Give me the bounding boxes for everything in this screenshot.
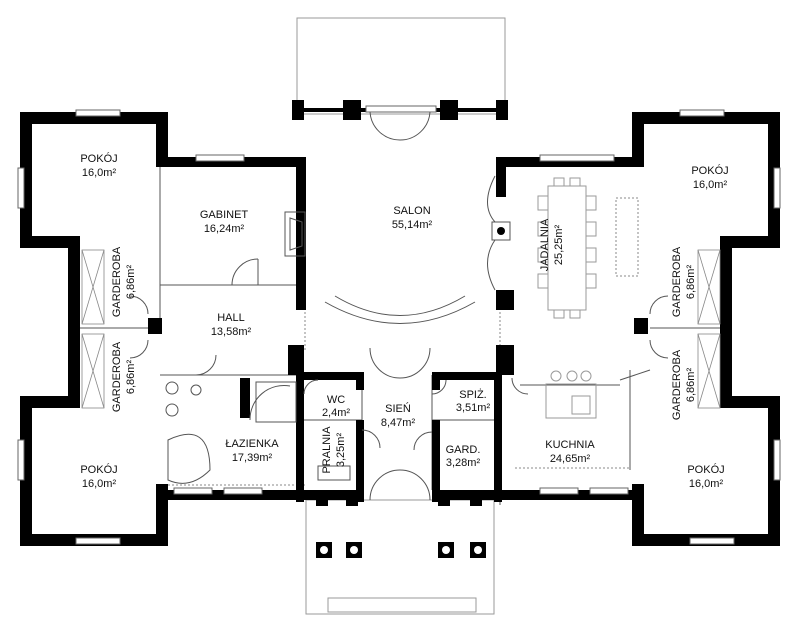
room-name: GARDEROBA [111, 341, 123, 412]
room-name: PRALNIA [321, 426, 333, 474]
room-area: 24,65m² [550, 453, 591, 465]
room-area: 16,24m² [204, 223, 245, 235]
room-area: 2,4m² [322, 407, 350, 419]
room-name: KUCHNIA [545, 439, 595, 451]
room-area: 6,86m² [125, 360, 137, 395]
room-area: 8,47m² [381, 417, 416, 429]
room-name: SIEŃ [385, 402, 411, 415]
room-area: 16,0m² [689, 478, 724, 490]
room-area: 16,0m² [82, 167, 117, 179]
room-area: 16,0m² [693, 179, 728, 191]
room-area: 25,25m² [553, 224, 565, 265]
room-area: 13,58m² [211, 326, 252, 338]
room-name: ŁAZIENKA [225, 438, 279, 450]
room-area: 3,28m² [446, 457, 481, 469]
room-area: 3,51m² [456, 402, 491, 414]
walls [20, 100, 780, 546]
room-name: SPIŻ. [459, 388, 487, 401]
room-area: 6,86m² [685, 265, 697, 300]
room-area: 6,86m² [125, 265, 137, 300]
room-name: POKÓJ [691, 164, 728, 177]
doors-and-fixtures [81, 111, 721, 558]
room-name: GARDEROBA [111, 246, 123, 317]
room-labels: POKÓJ 16,0m² GABINET 16,24m² SALON 55,14… [80, 152, 728, 490]
room-name: SALON [393, 205, 430, 217]
room-name: GARD. [446, 444, 481, 456]
room-area: 17,39m² [232, 452, 273, 464]
terraces [296, 17, 506, 615]
room-name: WC [327, 394, 345, 406]
room-name: GARDEROBA [671, 349, 683, 420]
room-name: GABINET [200, 209, 249, 221]
room-name: POKÓJ [687, 463, 724, 476]
windows [17, 105, 781, 545]
room-name: GARDEROBA [671, 246, 683, 317]
room-name: POKÓJ [80, 152, 117, 165]
room-area: 16,0m² [82, 478, 117, 490]
room-name: JADALNIA [539, 218, 551, 271]
room-area: 55,14m² [392, 219, 433, 231]
room-name: POKÓJ [80, 463, 117, 476]
room-area: 3,25m² [335, 433, 347, 468]
room-area: 6,86m² [685, 368, 697, 403]
room-name: HALL [217, 312, 245, 324]
